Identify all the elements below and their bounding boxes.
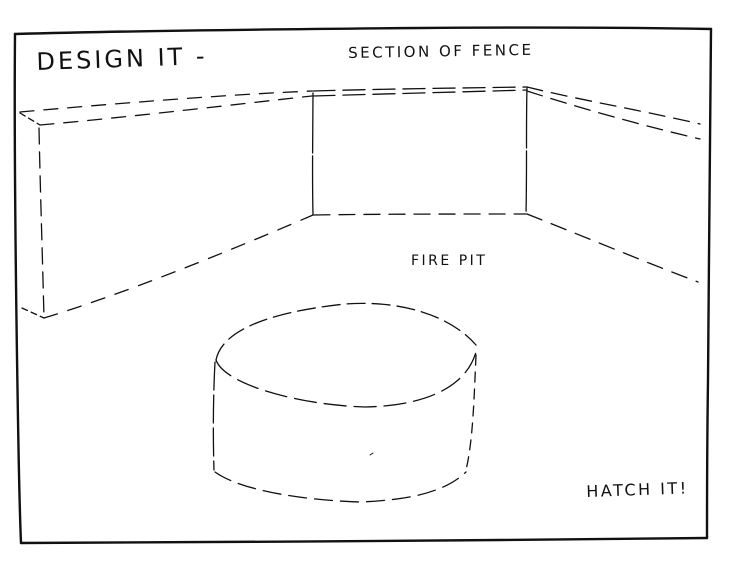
page-title: DESIGN IT - — [36, 42, 209, 76]
fence-center-right-post — [525, 87, 528, 215]
fence-right-bottom — [526, 213, 699, 283]
fence-left-end-cap-top — [19, 112, 41, 126]
fire-pit-top-back — [215, 302, 477, 361]
fence-right-top-outer — [526, 86, 701, 125]
frame — [13, 26, 713, 545]
fence — [19, 86, 701, 319]
fence-center-bottom — [313, 213, 527, 216]
fire-pit-right-side — [465, 354, 477, 471]
fire-pit-top-front — [215, 351, 477, 408]
fire-pit-label: FIRE PIT — [411, 253, 488, 269]
fire-pit-left-side — [212, 361, 216, 471]
fire-pit-bottom — [214, 471, 467, 503]
fence-right-top-inner — [526, 90, 701, 140]
fence-left-top-outer — [19, 90, 313, 113]
fence-center-top-outer — [312, 86, 528, 92]
fence-label: SECTION OF FENCE — [348, 40, 534, 62]
fire-pit — [212, 302, 477, 503]
instruction-label: HATCH IT! — [586, 478, 689, 501]
fence-left-bottom — [43, 214, 314, 319]
fence-center-top-inner — [312, 89, 528, 97]
fire-pit-center-mark — [369, 452, 374, 456]
fence-left-top-inner — [39, 95, 313, 126]
fence-left-end-post — [38, 127, 45, 319]
fence-left-end-cap-bottom — [21, 307, 45, 319]
